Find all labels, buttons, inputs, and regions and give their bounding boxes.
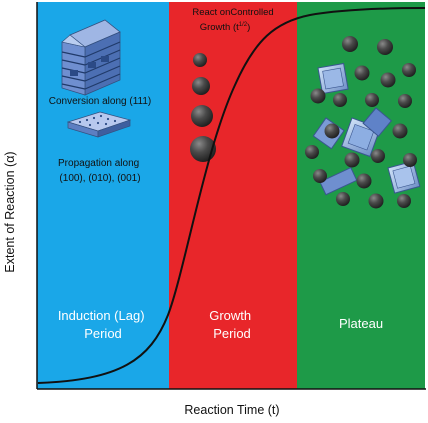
dark-sphere-icon-group: [190, 53, 216, 162]
dark-sphere-icon: [336, 192, 350, 206]
blue-cube-icon: [362, 107, 393, 137]
dark-sphere-icon: [398, 94, 412, 108]
dark-sphere-icon: [305, 145, 319, 159]
x-axis-label: Reaction Time (t): [184, 403, 279, 417]
dark-sphere-icon: [342, 36, 358, 52]
dark-sphere-icon: [354, 65, 370, 81]
dark-sphere-icon: [397, 194, 411, 208]
flat-layer-slab-icon: [66, 111, 132, 138]
dark-sphere-icon: [356, 173, 372, 189]
dark-sphere-icon: [324, 123, 340, 139]
dark-sphere-icon: [313, 169, 327, 183]
stacked-layer-block-icon: [61, 19, 121, 96]
y-axis-label: Extent of Reaction (α): [3, 151, 17, 272]
dark-sphere-icon: [402, 63, 416, 77]
growth-region: [169, 2, 297, 389]
dark-sphere-icon: [310, 88, 326, 104]
conversion-label: Conversion along (111): [49, 96, 151, 107]
dark-sphere-icon: [193, 53, 207, 67]
blue-cube-icon: [319, 166, 358, 196]
dark-sphere-icon: [365, 93, 379, 107]
dark-sphere-icon: [403, 153, 417, 167]
plateau-sphere-group: [305, 36, 417, 209]
dark-sphere-icon: [192, 77, 210, 95]
dark-sphere-icon: [392, 123, 408, 139]
dark-sphere-icon: [344, 152, 360, 168]
propagation-label: Propagation along (100), (010), (001): [58, 158, 142, 184]
blue-cube-icon: [387, 160, 421, 194]
growth-title: React onControlled: [192, 7, 273, 18]
dark-sphere-icon: [191, 105, 213, 127]
dark-sphere-icon: [371, 149, 385, 163]
reaction-extent-curve: [37, 7, 426, 384]
dark-sphere-icon: [380, 72, 396, 88]
dark-sphere-icon: [333, 93, 347, 107]
induction-region-label: Induction (Lag) Period: [58, 308, 148, 341]
growth-title-second-line: Growth (t1/2): [200, 22, 251, 33]
blue-cube-icon: [317, 62, 349, 95]
plateau-region-label: Plateau: [339, 316, 383, 331]
growth-region-label: Growth Period: [209, 308, 255, 341]
dark-sphere-icon: [368, 193, 384, 209]
dark-sphere-icon: [377, 39, 393, 55]
blue-cube-icon-group: [312, 62, 421, 196]
